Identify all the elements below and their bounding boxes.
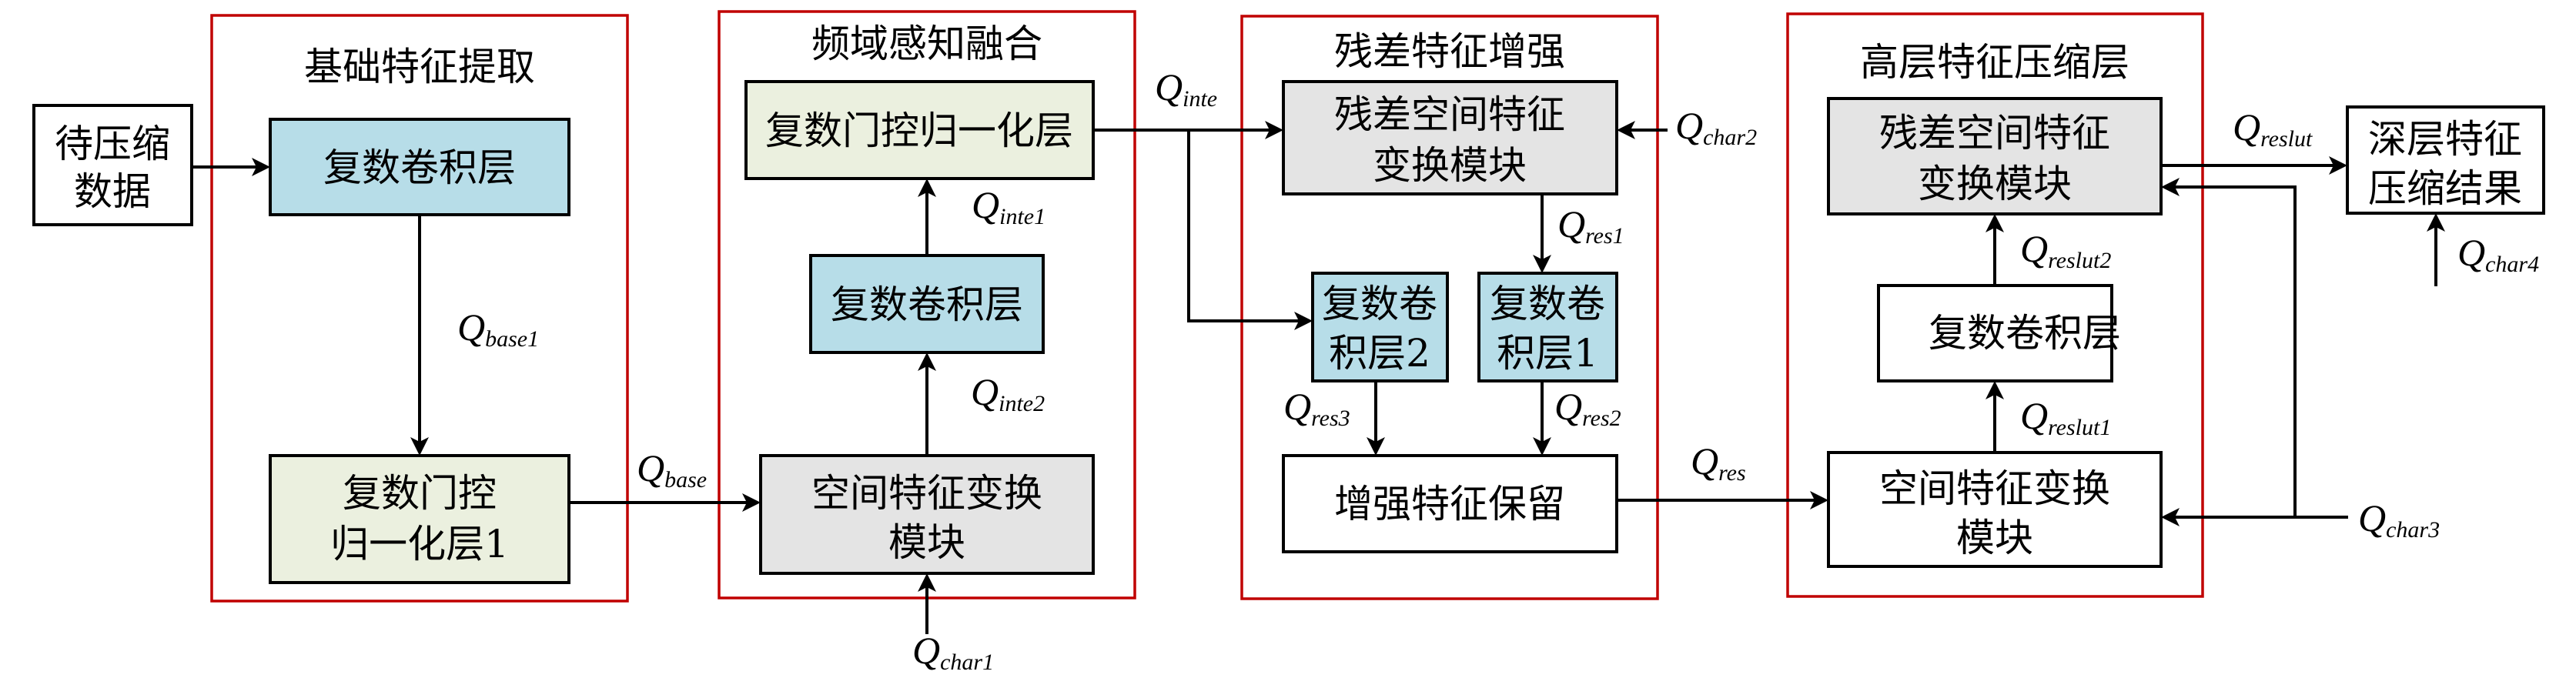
arrow-up-icon — [918, 179, 936, 197]
arrow-up-icon — [918, 352, 936, 371]
residual-spatial-transform-block: 残差空间特征 变换模块 — [1827, 97, 2163, 215]
input-data-block: 待压缩 数据 — [32, 104, 193, 226]
arrow-up-icon — [1986, 214, 2004, 232]
block-label: 复数卷积层 — [831, 282, 1023, 327]
output-result-block: 深层特征 压缩结果 — [2346, 105, 2545, 215]
block-label: 复数门控 — [343, 471, 497, 516]
signal-label-q-char4: Qchar4 — [2457, 231, 2539, 277]
residual-spatial-transform-block: 残差空间特征 变换模块 — [1282, 80, 1618, 195]
block-label: 深层特征 — [2368, 117, 2522, 162]
panel-high-level-compression — [1786, 12, 2204, 598]
arrow-right-icon — [1294, 312, 1313, 330]
block-label: 积层1 — [1497, 331, 1598, 376]
arrow-right-icon — [252, 158, 270, 176]
connectors — [192, 129, 2437, 634]
block-label: 复数卷积层 — [1929, 311, 2121, 356]
signal-label-q-char1: Qchar1 — [912, 629, 994, 675]
panel-title: 基础特征提取 — [304, 45, 535, 89]
block-label: 空间特征变换 — [1879, 466, 2110, 511]
arrow-down-icon — [1533, 255, 1551, 273]
complex-conv-block-2: 复数卷 积层2 — [1311, 272, 1449, 382]
signal-label-q-inte2: Qinte2 — [971, 370, 1045, 416]
signal-label-q-base1: Qbase1 — [457, 306, 539, 352]
spatial-transform-block: 空间特征变换 模块 — [1827, 451, 2163, 568]
block-label: 变换模块 — [1918, 162, 2072, 206]
arrow-down-icon — [1367, 437, 1385, 456]
block-label: 归一化层1 — [330, 522, 509, 566]
block-label: 复数门控归一化层 — [765, 109, 1073, 153]
block-label: 待压缩 — [55, 122, 170, 166]
block-label: 压缩结果 — [2368, 166, 2522, 211]
block-label: 模块 — [888, 520, 965, 565]
arrow-right-icon — [742, 493, 761, 512]
panel-title: 高层特征压缩层 — [1860, 40, 2129, 85]
block-label: 复数卷 — [1490, 282, 1605, 326]
block-label: 残差空间特征 — [1879, 111, 2110, 155]
complex-conv-block: 复数卷积层 — [809, 254, 1045, 354]
arrow-up-icon — [918, 573, 936, 592]
arrow-left-icon — [2161, 508, 2180, 526]
enhanced-feature-retention-block: 增强特征保留 — [1282, 454, 1618, 553]
panel-basic-feature-extraction — [210, 14, 629, 603]
block-label: 数据 — [74, 169, 151, 214]
block-label: 增强特征保留 — [1334, 482, 1565, 526]
panel-title: 残差特征增强 — [1334, 29, 1565, 74]
signal-label-q-res: Qres — [1691, 439, 1746, 486]
arrow-right-icon — [2329, 156, 2347, 175]
connector-line — [2173, 185, 2297, 517]
signal-label-q-reslut: Qreslut — [2233, 105, 2313, 152]
spatial-transform-block: 空间特征变换 模块 — [759, 454, 1095, 575]
block-label: 复数卷积层 — [323, 145, 516, 190]
arrowheads — [252, 121, 2445, 592]
panel-residual-enhancement — [1240, 15, 1659, 600]
arrow-right-icon — [1810, 491, 1828, 509]
panel-title: 频域感知融合 — [811, 22, 1042, 66]
signal-label-q-inte1: Qinte1 — [972, 183, 1045, 229]
connector-line — [1187, 130, 1301, 322]
arrow-up-icon — [2427, 213, 2445, 232]
block-label: 复数卷 — [1322, 282, 1437, 326]
complex-gated-norm-block: 复数门控归一化层 — [744, 80, 1095, 180]
signal-label-q-reslut2: Qreslut2 — [2020, 227, 2111, 273]
arrow-up-icon — [1986, 381, 2004, 399]
block-label: 模块 — [1956, 516, 2033, 560]
signal-label-q-res1: Qres1 — [1557, 202, 1624, 249]
signal-label-q-res2: Qres2 — [1554, 385, 1621, 431]
signal-label-q-char3: Qchar3 — [2358, 496, 2440, 543]
block-label: 空间特征变换 — [811, 471, 1042, 516]
arrow-left-icon — [2161, 178, 2180, 196]
complex-conv-block-1: 复数卷 积层1 — [1477, 272, 1618, 382]
arrow-left-icon — [1617, 121, 1635, 139]
arrow-down-icon — [1533, 437, 1551, 456]
arrow-down-icon — [410, 437, 429, 456]
signal-label-q-reslut1: Qreslut1 — [2020, 394, 2111, 440]
complex-gated-norm-block: 复数门控 归一化层1 — [269, 454, 570, 584]
signal-label-q-res3: Qres3 — [1283, 385, 1350, 431]
block-label: 积层2 — [1329, 331, 1430, 376]
complex-conv-block: 复数卷积层 — [269, 118, 570, 216]
complex-conv-block: 复数卷积层 — [1877, 284, 2121, 382]
signal-label-q-char2: Qchar2 — [1675, 104, 1757, 150]
signal-label-q-inte: Qinte — [1155, 65, 1217, 112]
arrow-right-icon — [1265, 121, 1283, 139]
signal-label-q-base: Qbase — [637, 446, 707, 493]
block-label: 变换模块 — [1373, 143, 1527, 188]
block-label: 残差空间特征 — [1334, 92, 1565, 137]
